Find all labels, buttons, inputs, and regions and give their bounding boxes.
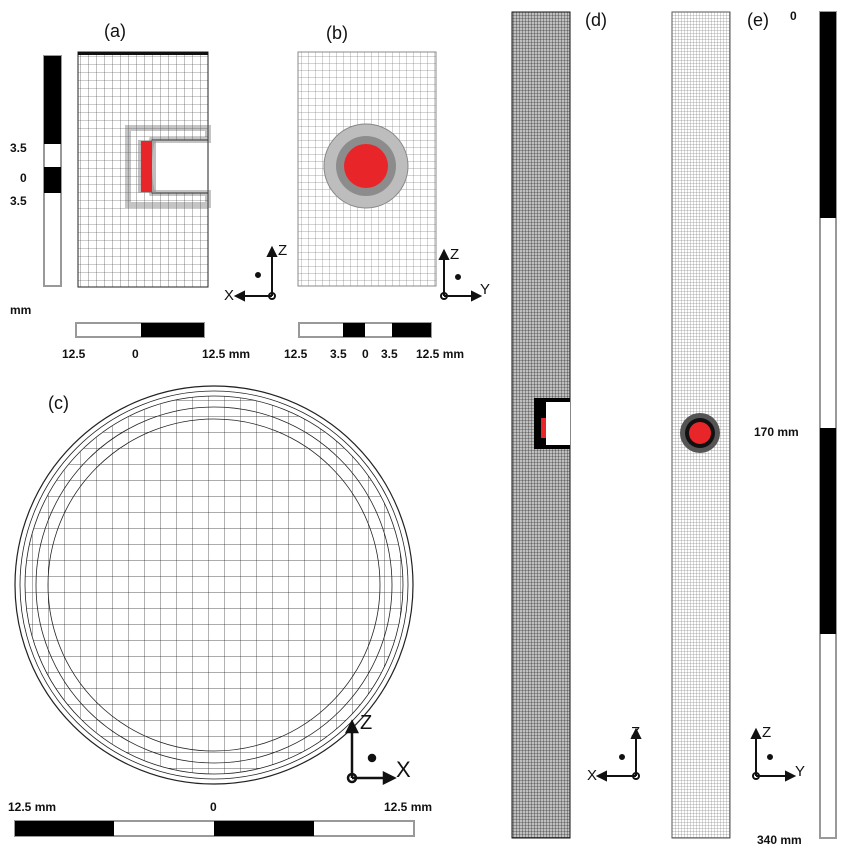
panel-c-axis-x-label: X <box>396 757 411 782</box>
panel-b-defect <box>344 144 388 188</box>
panel-a-label: (a) <box>104 21 126 41</box>
panel-a-vertical-scale-bar <box>43 55 62 287</box>
panel-d-defect <box>541 418 546 438</box>
scale-b-horizontal-label-5: 12.5 mm <box>416 347 465 361</box>
scale-a-horizontal-right-label: 12.5 mm <box>202 347 251 361</box>
scale-a-vertical-unit: mm <box>10 303 32 317</box>
panel-a-horizontal-scale-bar <box>75 322 205 338</box>
panel-e-vertical-scale-bar <box>819 11 837 839</box>
scale-b-horizontal-label-4: 3.5 <box>381 347 398 361</box>
panel-d-label: (d) <box>585 10 607 30</box>
panel-c-axis-triad <box>344 719 397 786</box>
panel-b-axis-z-label: Z <box>450 246 460 263</box>
panel-b-label: (b) <box>326 23 348 43</box>
panel-e-axis-z-label: Z <box>762 724 772 741</box>
scale-e-vertical-top-label: 0 <box>790 9 797 23</box>
panel-b-horizontal-scale-bar <box>298 322 432 338</box>
scale-a-horizontal-left-label: 12.5 <box>62 347 86 361</box>
panel-e-axis-y-label: Y <box>795 763 806 780</box>
panel-d-axis-z-label: Z <box>631 724 641 741</box>
scale-b-horizontal-label-3: 0 <box>362 347 369 361</box>
panel-b-axis-triad <box>438 248 483 302</box>
scale-c-horizontal-mid-label: 0 <box>210 800 217 814</box>
scale-a-vertical-mid-label: 0 <box>20 171 27 185</box>
panel-a-axis-z-label: Z <box>278 242 288 259</box>
panel-a-defect <box>141 141 152 192</box>
panel-c-axis-z-label: Z <box>360 712 373 734</box>
scale-b-horizontal-label-1: 12.5 <box>284 347 308 361</box>
panel-d-axis-x-label: X <box>587 767 598 784</box>
panel-c-mesh <box>14 385 414 785</box>
panel-a-axis-triad <box>233 245 278 302</box>
panel-c-label: (c) <box>48 393 69 413</box>
panel-d-axis-triad <box>595 727 642 782</box>
panel-b-axis-y-label: Y <box>480 281 491 298</box>
scale-c-horizontal-right-label: 12.5 mm <box>384 800 433 814</box>
scale-b-horizontal-label-2: 3.5 <box>330 347 347 361</box>
panel-a-axis-x-label: X <box>224 287 235 304</box>
scale-e-vertical-bottom-label: 340 mm <box>757 833 802 847</box>
scale-a-horizontal-mid-label: 0 <box>132 347 139 361</box>
scale-e-vertical-mid-label: 170 mm <box>754 425 799 439</box>
scale-c-horizontal-left-label: 12.5 mm <box>8 800 57 814</box>
panel-e-axis-triad <box>750 727 797 782</box>
panel-e-defect <box>689 422 711 444</box>
panel-e-label: (e) <box>747 10 769 30</box>
scale-a-vertical-bottom-label: 3.5 <box>10 194 27 208</box>
scale-a-vertical-top-label: 3.5 <box>10 141 27 155</box>
panel-d-mesh <box>511 11 571 839</box>
panel-c-horizontal-scale-bar <box>14 820 415 837</box>
